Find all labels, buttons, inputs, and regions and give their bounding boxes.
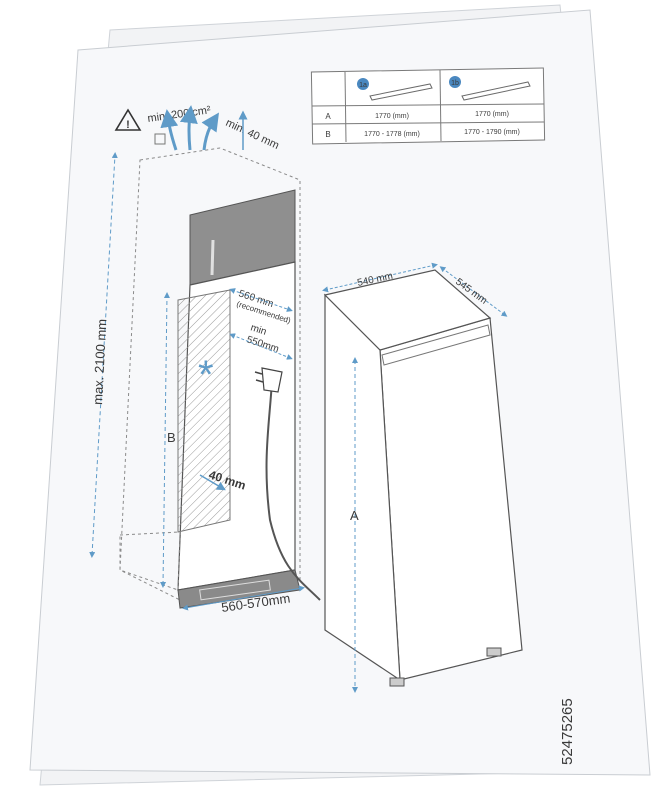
power-cable-icon (265, 379, 321, 601)
appliance-label-a: A (350, 508, 359, 523)
row-b-col2: 1770 - 1790 (mm) (464, 129, 520, 136)
row-b-col1: 1770 - 1778 (mm) (364, 131, 420, 138)
door-handle-icon (210, 239, 215, 276)
cabinet-height-label: max. 2100 mm (90, 319, 109, 406)
part-number: 52475265 (559, 698, 576, 765)
badge-1a-icon (357, 78, 369, 90)
row-a-col2: 1770 (mm) (475, 111, 509, 118)
foot-right-icon (486, 647, 502, 657)
badge-1b-icon (449, 76, 461, 88)
spec-table: 1a 1b A 1770 (mm) 1770 (mm) B 1770 - 177… (310, 67, 546, 145)
row-a-label: A (325, 112, 331, 121)
badge-1a: 1a (359, 82, 367, 89)
foot-left-icon (389, 677, 405, 687)
hinge-1a-icon (369, 83, 433, 101)
warning-triangle-icon (114, 108, 142, 131)
airflow-arrows-icon (160, 105, 219, 151)
cabinet-side-panel (177, 289, 231, 533)
hinge-1b-icon (461, 81, 531, 101)
warning-exclamation-icon: ! (126, 119, 130, 131)
row-b-label: B (325, 130, 330, 139)
vent-marker-icon (154, 133, 166, 145)
asterisk-icon: * (198, 353, 214, 397)
appliance: A 540 mm 545 mm (322, 262, 523, 693)
plug-icon (261, 367, 283, 393)
row-a-col1: 1770 (mm) (375, 113, 409, 120)
badge-1b: 1b (451, 80, 459, 87)
cabinet-label-b: B (167, 430, 176, 445)
